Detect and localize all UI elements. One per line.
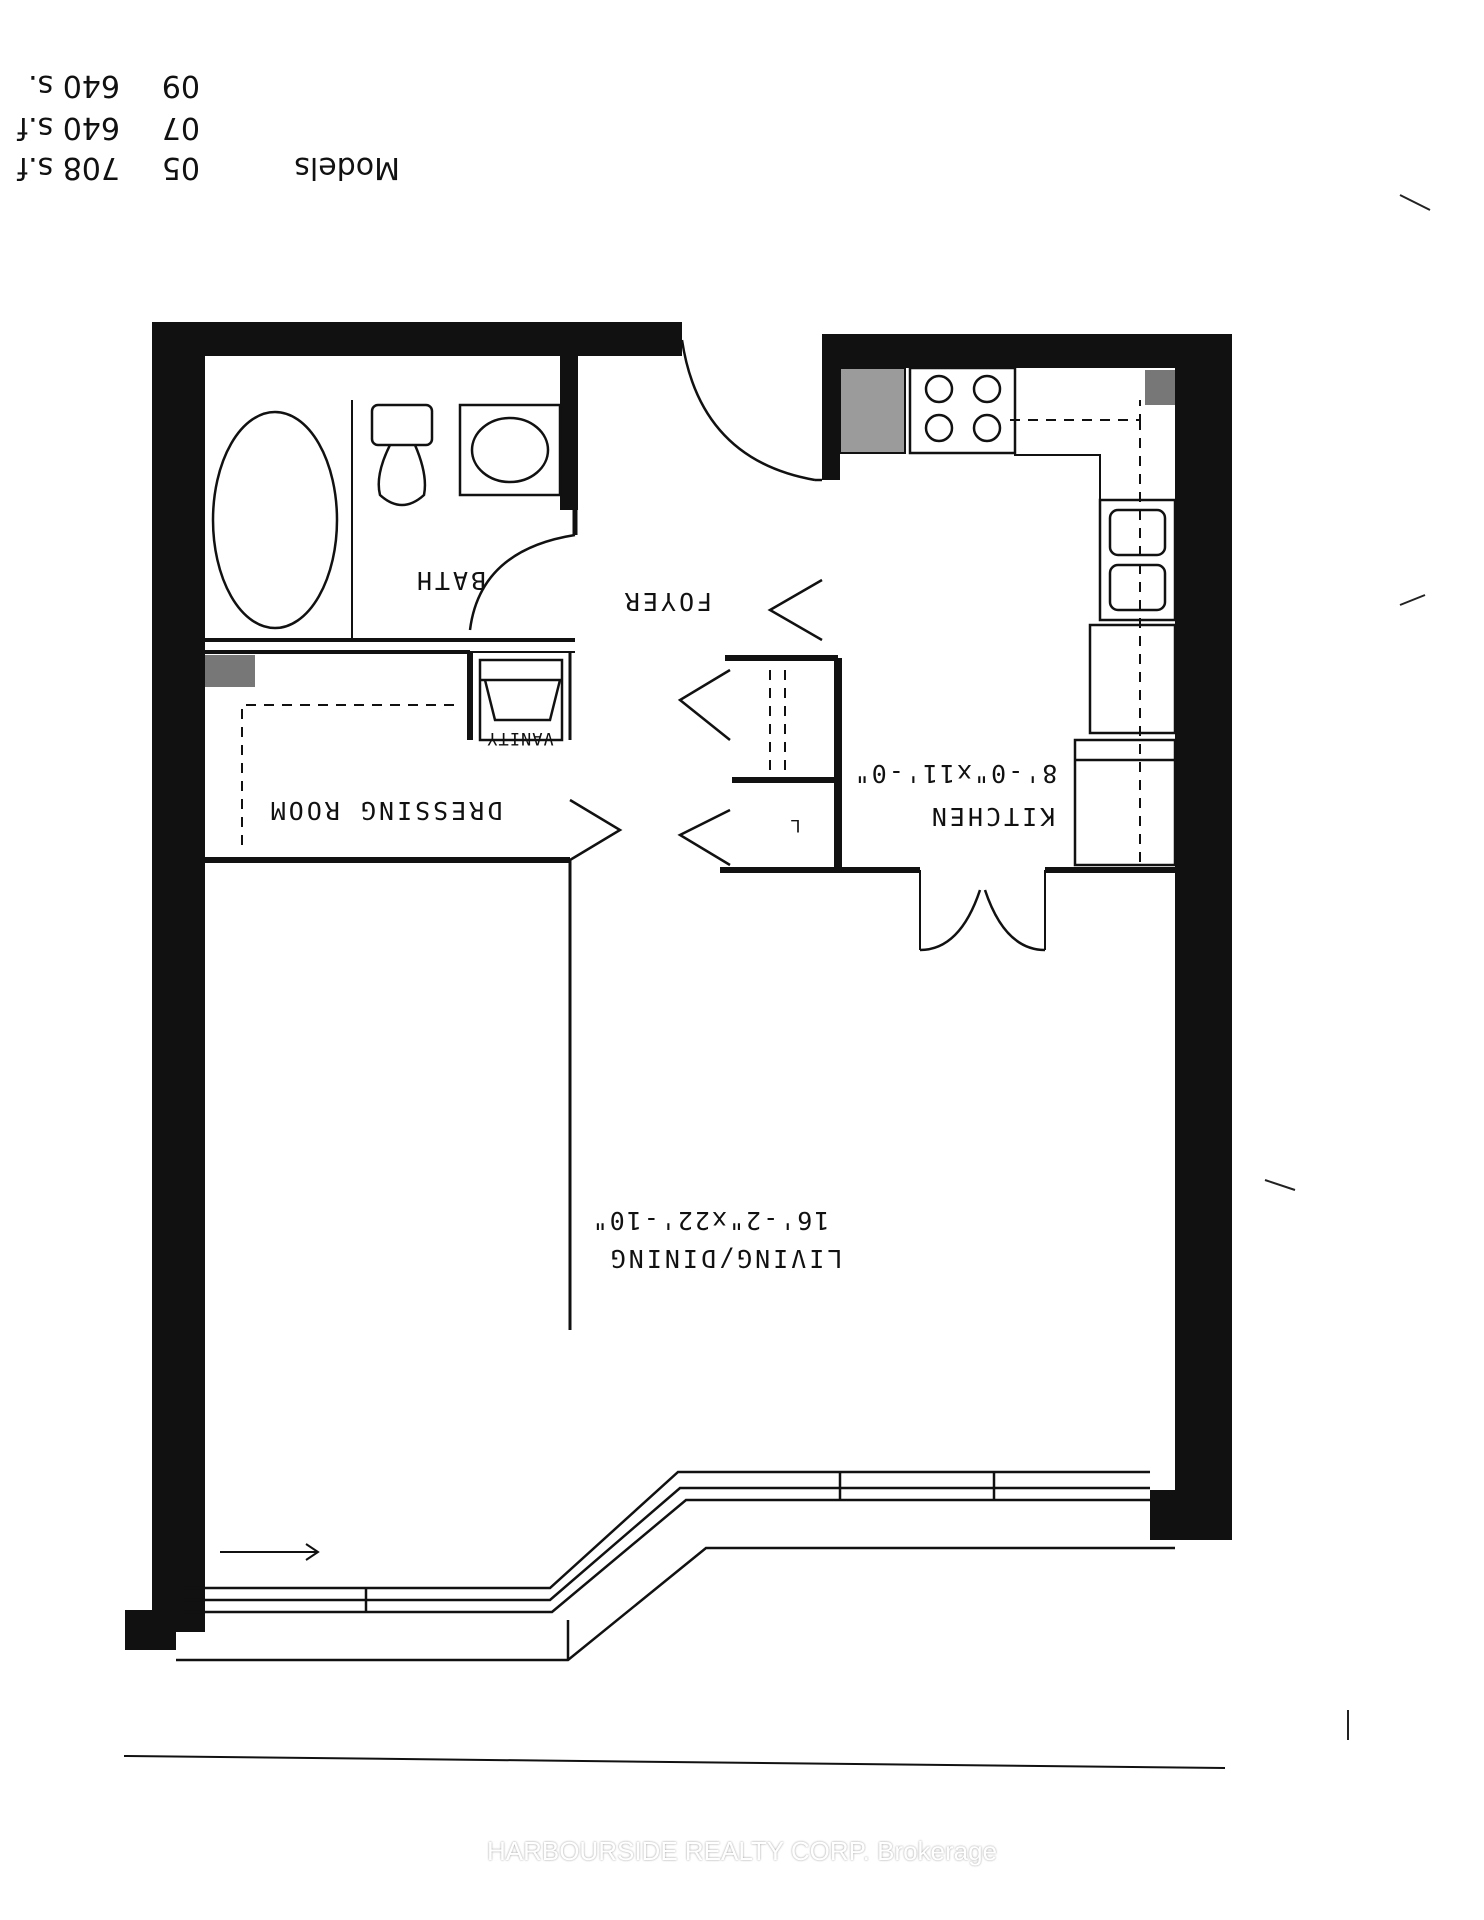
bathtub-icon <box>211 410 339 630</box>
label-living-dining-dimensions: 16'-2"x22'-10" <box>591 1206 830 1235</box>
refrigerator-icon <box>1073 738 1177 867</box>
model-row-1-model: 05 <box>162 150 200 185</box>
label-kitchen-dimensions: 8'-0"x11'-0" <box>853 759 1058 788</box>
model-row-1-size: 708 s.f <box>16 150 120 185</box>
model-row-2-model: 07 <box>162 110 200 145</box>
model-row-2-size: 640 s.f <box>16 110 120 145</box>
stove-icon <box>908 366 1017 455</box>
dishwasher-icon <box>1088 623 1177 735</box>
vents <box>205 367 1175 687</box>
interior-walls <box>190 356 1175 1330</box>
grille-icon <box>839 367 906 454</box>
label-vanity: VANITY <box>486 728 553 748</box>
label-bath: BATH <box>414 566 486 595</box>
vanity-sink-icon <box>478 658 564 742</box>
model-row-3-size: 640 s. <box>28 68 120 103</box>
label-dressing-room: DRESSING ROOM <box>268 796 503 825</box>
exterior-walls <box>125 322 1232 1650</box>
scan-marks <box>1264 194 1431 1740</box>
label-living-dining: LIVING/DINING <box>608 1244 843 1273</box>
duct-icon <box>1145 370 1175 405</box>
label-linen: L <box>789 815 800 835</box>
label-foyer: FOYER <box>622 587 712 616</box>
bath-sink-icon <box>458 403 562 497</box>
room-labels: BATH FOYER VANITY DRESSING ROOM KITCHEN … <box>268 566 1058 1273</box>
property-line <box>123 1755 1226 1769</box>
model-notes: Models 05 708 s.f 07 640 s.f 09 640 s. <box>16 68 400 185</box>
toilet-icon <box>370 403 434 507</box>
model-row-3-model: 09 <box>162 68 200 103</box>
kitchen-sink-icon <box>1098 498 1177 622</box>
fixtures <box>211 366 1177 870</box>
models-label: Models <box>294 150 400 185</box>
door-swings <box>468 339 1046 952</box>
duct-icon <box>205 655 255 687</box>
brokerage-watermark: HARBOURSIDE REALTY CORP. Brokerage <box>486 1836 998 1866</box>
bay-window <box>176 1470 1175 1662</box>
label-kitchen: KITCHEN <box>929 802 1055 831</box>
